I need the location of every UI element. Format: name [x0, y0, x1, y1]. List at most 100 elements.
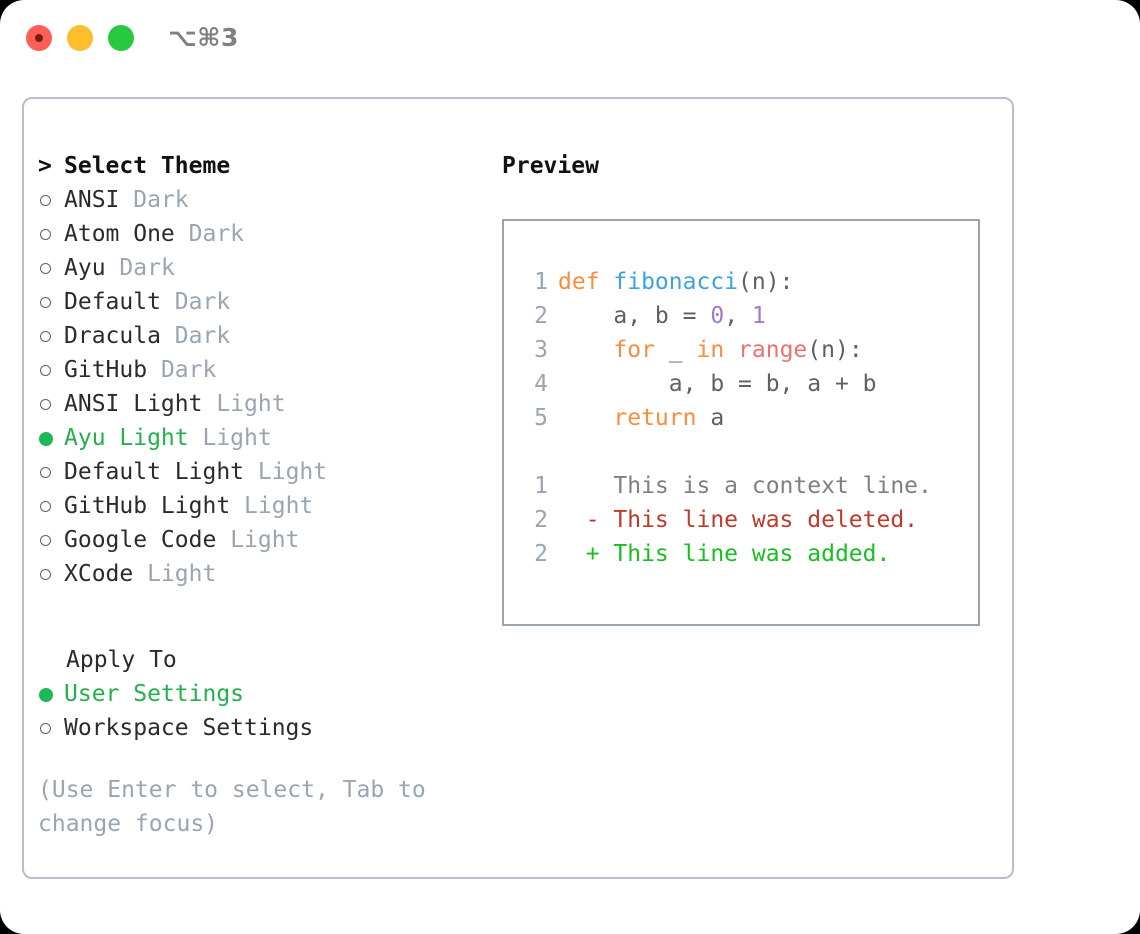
code-token: in	[696, 337, 725, 363]
theme-variant-tag: Light	[244, 493, 314, 519]
theme-radio-marker	[38, 319, 64, 353]
radio-unselected-icon	[40, 297, 51, 308]
theme-list-item[interactable]: ANSI Light Light	[38, 387, 498, 421]
theme-name-label: Atom One	[64, 221, 175, 247]
theme-variant-tag: Light	[230, 527, 300, 553]
theme-name-label: Default Light	[64, 459, 245, 485]
theme-radio-marker	[38, 183, 64, 217]
theme-name-label: ANSI Light	[64, 391, 203, 417]
theme-variant-tag: Dark	[119, 255, 175, 281]
theme-radio-marker	[38, 251, 64, 285]
theme-name-label: XCode	[64, 561, 134, 587]
theme-name-label: Default	[64, 289, 161, 315]
theme-name-label: ANSI	[64, 187, 120, 213]
code-token: a	[696, 405, 725, 431]
theme-radio-marker	[38, 557, 64, 591]
code-line-number: 5	[534, 405, 548, 431]
close-window-button[interactable]	[26, 25, 52, 51]
theme-list-item[interactable]: Default Light Light	[38, 455, 498, 489]
diff-line-number: 1	[534, 473, 548, 499]
radio-selected-icon	[39, 432, 53, 446]
theme-list-item[interactable]: XCode Light	[38, 557, 498, 591]
radio-unselected-icon	[40, 535, 51, 546]
radio-selected-icon	[39, 688, 53, 702]
theme-list-item[interactable]: Default Dark	[38, 285, 498, 319]
code-token: fibonacci	[613, 269, 739, 295]
maximize-window-button[interactable]	[108, 25, 134, 51]
apply-to-title: Apply To	[66, 647, 177, 673]
radio-unselected-icon	[40, 195, 51, 206]
diff-text: This is a context line.	[599, 473, 932, 499]
code-line: 1 def fibonacci(n):	[520, 265, 978, 299]
theme-variant-tag: Dark	[160, 357, 217, 383]
diff-sample: 1 This is a context line.2 - This line w…	[520, 469, 978, 571]
theme-variant-tag: Light	[257, 459, 328, 485]
theme-name-label: Ayu	[64, 255, 106, 281]
radio-unselected-icon	[40, 501, 51, 512]
theme-radio-marker	[38, 523, 64, 557]
code-line: 2 a, b = 0, 1	[520, 299, 978, 333]
theme-name-label: GitHub	[64, 357, 148, 383]
code-token: a, b = b, a + b	[558, 371, 877, 397]
theme-list-item[interactable]: Ayu Light Light	[38, 421, 498, 455]
code-line: 5 return a	[520, 401, 978, 435]
radio-unselected-icon	[40, 723, 51, 734]
code-line-number: 4	[534, 371, 548, 397]
diff-sign: -	[558, 507, 600, 533]
diff-line: 2 - This line was deleted.	[520, 503, 978, 537]
theme-list-item[interactable]: Dracula Dark	[38, 319, 498, 353]
apply-to-option-label: Workspace Settings	[64, 715, 314, 741]
theme-list-item[interactable]: Google Code Light	[38, 523, 498, 557]
diff-sign	[558, 473, 600, 499]
theme-name-label: GitHub Light	[64, 493, 231, 519]
apply-to-option[interactable]: User Settings	[38, 677, 498, 711]
code-token	[724, 337, 738, 363]
theme-variant-tag: Dark	[188, 221, 245, 247]
code-line: 3 for _ in range(n):	[520, 333, 978, 367]
radio-unselected-icon	[40, 467, 51, 478]
select-theme-heading-label: Select Theme	[64, 153, 231, 179]
help-hint-text: (Use Enter to select, Tab to change focu…	[38, 777, 440, 837]
theme-radio-marker	[38, 285, 64, 319]
traffic-light-buttons	[26, 25, 134, 51]
code-token: return	[613, 405, 697, 431]
theme-radio-marker	[38, 421, 64, 455]
code-token: (n):	[738, 269, 794, 295]
diff-text: This line was added.	[599, 541, 891, 567]
theme-variant-tag: Dark	[174, 289, 231, 315]
apply-to-option-label: User Settings	[64, 681, 245, 707]
theme-list-item[interactable]: Ayu Dark	[38, 251, 498, 285]
keyboard-shortcut-label: ⌥⌘3	[168, 23, 239, 52]
theme-variant-tag: Dark	[174, 323, 231, 349]
code-line-number: 3	[534, 337, 548, 363]
code-token: 0	[710, 303, 725, 329]
preview-label: Preview	[502, 153, 599, 179]
apply-to-radio-marker	[38, 677, 64, 711]
apply-to-option[interactable]: Workspace Settings	[38, 711, 498, 745]
theme-variant-tag: Light	[147, 561, 217, 587]
theme-list-item[interactable]: GitHub Light Light	[38, 489, 498, 523]
diff-text: This line was deleted.	[599, 507, 919, 533]
theme-name-label: Dracula	[64, 323, 161, 349]
diff-line: 1 This is a context line.	[520, 469, 978, 503]
theme-list-item[interactable]: ANSI Dark	[38, 183, 498, 217]
diff-line: 2 + This line was added.	[520, 537, 978, 571]
radio-unselected-icon	[40, 331, 51, 342]
code-token: _	[654, 337, 697, 363]
theme-list-item[interactable]: GitHub Dark	[38, 353, 498, 387]
code-line-number: 1	[534, 269, 548, 295]
code-line: 4 a, b = b, a + b	[520, 367, 978, 401]
minimize-window-button[interactable]	[67, 25, 93, 51]
radio-unselected-icon	[40, 365, 51, 376]
theme-list-item[interactable]: Atom One Dark	[38, 217, 498, 251]
theme-radio-marker	[38, 217, 64, 251]
code-token: def	[558, 269, 614, 295]
radio-unselected-icon	[40, 569, 51, 580]
